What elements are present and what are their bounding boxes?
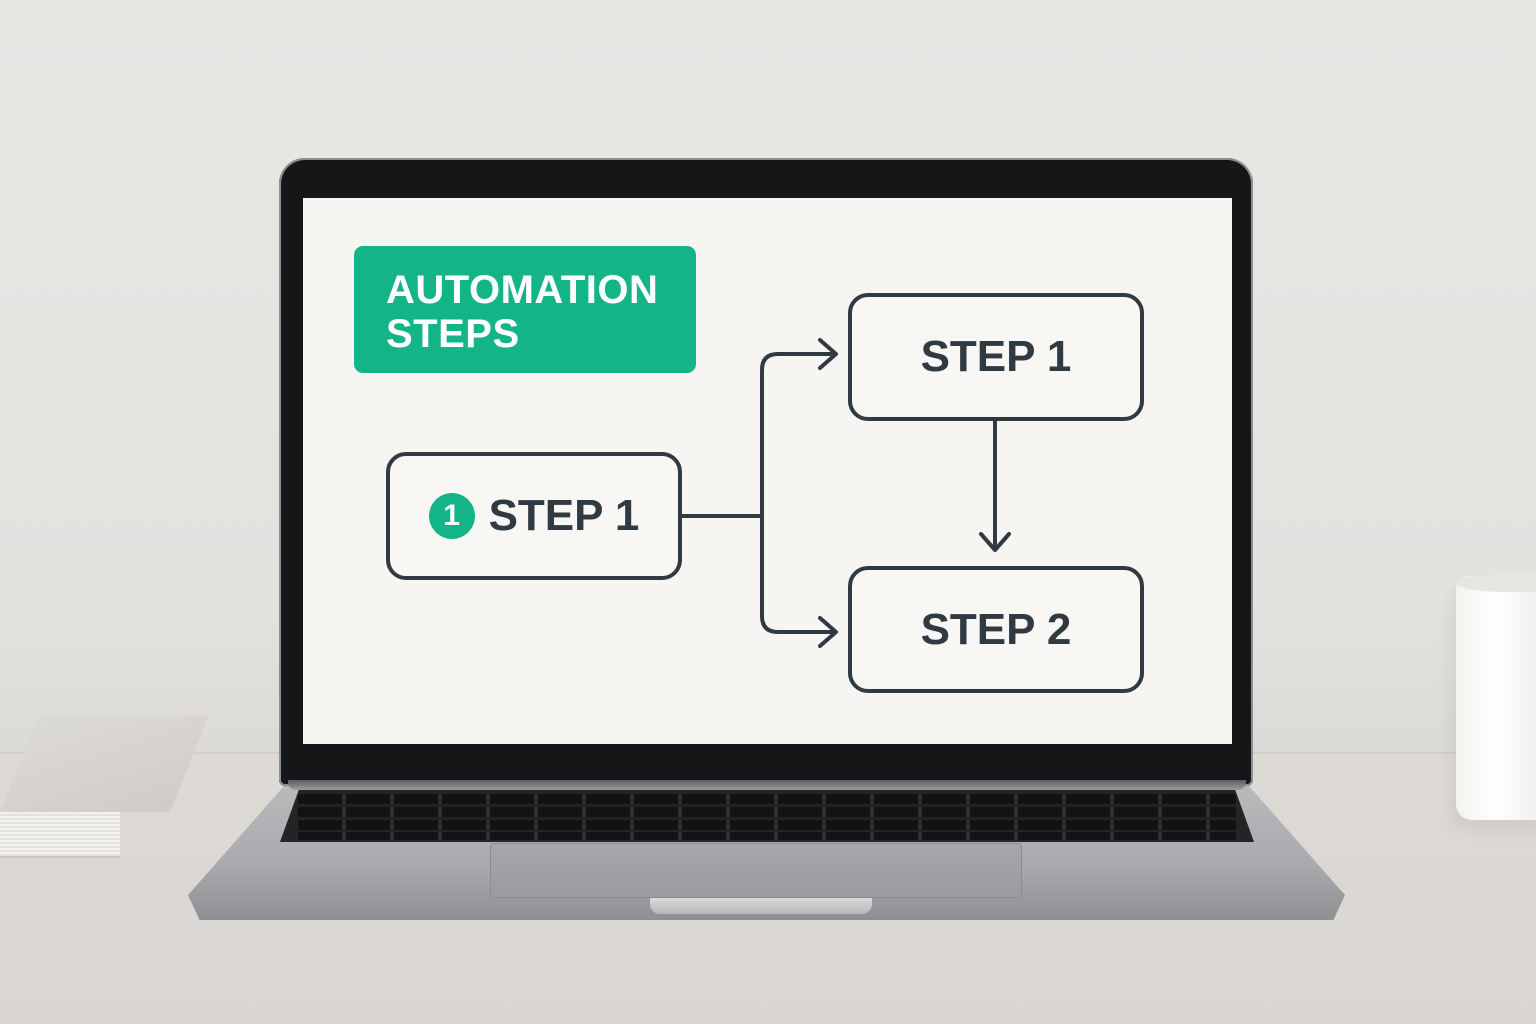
laptop-hinge — [288, 780, 1246, 790]
node-top-right[interactable]: STEP 1 — [848, 293, 1144, 421]
node-bottom-right[interactable]: STEP 2 — [848, 566, 1144, 693]
step-number-badge: 1 — [428, 493, 475, 539]
keyboard-row — [298, 820, 1236, 830]
edge-source-to-bottom — [760, 514, 836, 634]
node-bottom-right-label: STEP 2 — [920, 604, 1072, 654]
arrowhead-down — [979, 532, 1011, 552]
lid-notch — [650, 898, 872, 914]
title-box — [354, 246, 696, 373]
notebook-pages — [0, 812, 120, 858]
keyboard-row — [298, 807, 1236, 817]
mug-rim — [1456, 574, 1536, 592]
node-source[interactable]: 1 STEP 1 — [386, 452, 682, 580]
title-line-1: AUTOMATION — [386, 268, 659, 312]
edge-source-to-top — [760, 352, 836, 518]
keyboard — [280, 788, 1254, 842]
mug — [1456, 576, 1536, 820]
node-top-right-label: STEP 1 — [920, 332, 1072, 381]
keyboard-row — [298, 794, 1236, 804]
trackpad — [490, 843, 1022, 898]
title-line-2: STEPS — [386, 312, 520, 356]
arrowhead-bottom — [818, 616, 838, 648]
notebook — [0, 716, 209, 858]
node-source-label: STEP 1 — [488, 491, 640, 540]
arrowhead-top — [818, 338, 838, 370]
keyboard-row — [298, 832, 1236, 840]
